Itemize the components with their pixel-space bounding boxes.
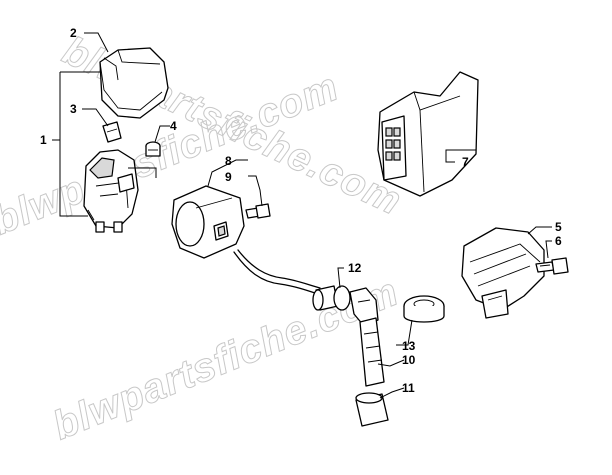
callout-11: 11 <box>402 381 415 395</box>
callout-3: 3 <box>70 102 77 116</box>
relay-cover <box>99 47 169 119</box>
callout-5: 5 <box>555 220 562 234</box>
callout-1: 1 <box>40 133 47 147</box>
bolt-small <box>145 141 161 157</box>
callout-12: 12 <box>348 261 362 275</box>
fuse <box>102 121 122 143</box>
screw-regulator <box>535 257 569 275</box>
cdi-box <box>377 71 479 197</box>
callout-10: 10 <box>402 353 416 367</box>
callout-2: 2 <box>70 26 77 40</box>
callout-9: 9 <box>225 170 232 184</box>
grommet <box>403 295 445 323</box>
ignition-coil <box>171 185 245 259</box>
spark-plug-wire <box>233 249 321 295</box>
callout-6: 6 <box>555 234 562 248</box>
wire-boot <box>312 285 351 311</box>
relay-assembly <box>83 149 139 233</box>
voltage-regulator <box>461 227 545 319</box>
callout-4: 4 <box>170 119 177 133</box>
cap-cover <box>355 392 389 427</box>
callout-13: 13 <box>402 339 416 353</box>
callout-7: 7 <box>462 155 469 169</box>
callout-8: 8 <box>225 154 232 168</box>
spark-plug-cap <box>349 287 385 387</box>
coil-bolt <box>245 203 271 219</box>
callout-labels: 1 2 3 4 5 6 7 8 9 10 11 12 13 <box>40 26 562 395</box>
leader-lines <box>52 32 552 399</box>
